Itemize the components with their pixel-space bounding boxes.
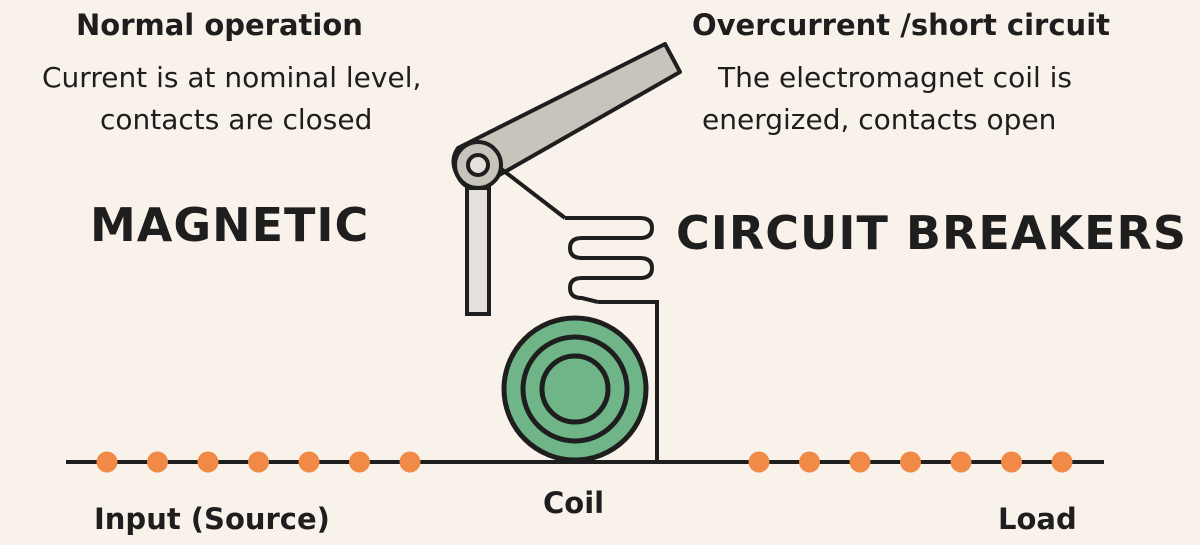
coil-label: Coil [543, 486, 605, 520]
load-label: Load [998, 502, 1077, 536]
contact-arm [465, 186, 491, 316]
title-magnetic: MAGNETIC [90, 198, 370, 252]
current-dot [399, 451, 421, 473]
current-dot [248, 451, 269, 473]
title-circuit-breakers: CIRCUIT BREAKERS [676, 206, 1188, 260]
normal-operation-line-1: Current is at nominal level, [42, 61, 422, 94]
current-dot [1001, 451, 1022, 473]
load-current-dots [748, 451, 1073, 473]
current-dot [950, 451, 972, 473]
spring-link [498, 166, 567, 220]
pivot-pin [466, 153, 490, 177]
fault-line-2: energized, contacts open [702, 103, 1057, 136]
current-dot [1051, 451, 1073, 473]
input-source-label: Input (Source) [94, 502, 330, 536]
current-dot [197, 451, 219, 473]
normal-operation-line-2: contacts are closed [100, 103, 373, 136]
fault-line-1: The electromagnet coil is [718, 61, 1073, 94]
current-dot [349, 451, 370, 473]
input-current-dots [96, 451, 421, 473]
return-wire [598, 300, 659, 462]
current-dot [799, 451, 820, 473]
current-dot [298, 451, 320, 473]
current-dot [849, 451, 871, 473]
coil-icon [501, 315, 649, 463]
current-dot [147, 451, 168, 473]
current-dot [900, 451, 921, 473]
fault-heading: Overcurrent /short circuit [692, 8, 1110, 42]
current-dot [748, 451, 770, 473]
current-dot [96, 451, 118, 473]
normal-operation-heading: Normal operation [76, 8, 363, 42]
spring [565, 216, 655, 304]
